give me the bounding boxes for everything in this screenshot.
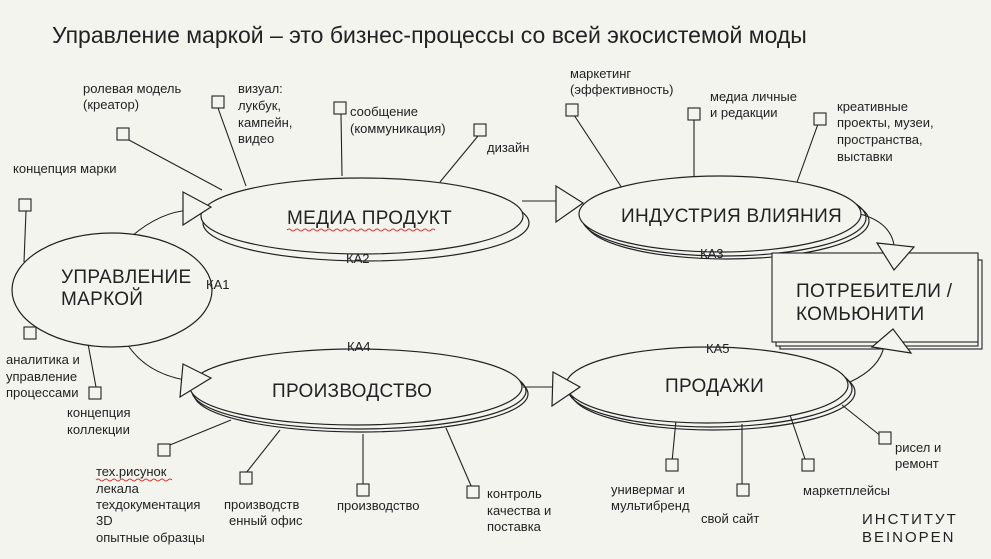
label-visual-line4: видео <box>238 131 274 146</box>
label-department-line1: универмаг и <box>611 482 685 497</box>
marker-role-model <box>116 127 130 141</box>
label-visual-line2: лукбук, <box>238 98 281 113</box>
label-brand-concept: концепция марки <box>13 161 117 176</box>
item-labels: концепция марки ролевая модель (креатор)… <box>6 66 941 545</box>
label-resale-line2: ремонт <box>895 456 939 471</box>
label-tech-line5: опытные образцы <box>96 530 205 545</box>
logo-line2: BEINOPEN <box>862 529 956 546</box>
marker-brand-concept <box>18 198 32 212</box>
node-sales: ПРОДАЖИ <box>565 346 856 431</box>
marker-analytics <box>23 326 37 340</box>
label-tech-line1: тех.рисунок <box>96 464 167 479</box>
label-tech-line4: 3D <box>96 513 113 528</box>
flow-arrows <box>179 184 916 408</box>
label-creative-line1: креативные <box>837 99 908 114</box>
label-marketing-line1: маркетинг <box>570 66 631 81</box>
marker-prod-office <box>239 471 253 485</box>
marker-creative <box>813 112 827 126</box>
label-marketing-line2: (эффективность) <box>570 82 674 97</box>
label-analytics-line3: процессами <box>6 385 78 400</box>
channel-labels: КА1 КА2 КА3 КА4 КА5 <box>206 246 729 356</box>
node-industry-label: ИНДУСТРИЯ ВЛИЯНИЯ <box>621 206 842 227</box>
node-brand-label-line2: МАРКОЙ <box>61 288 143 310</box>
node-media-label: МЕДИА ПРОДУКТ <box>287 208 452 229</box>
label-department-line2: мультибренд <box>611 498 690 513</box>
label-media-personal-line1: медиа личные <box>710 89 797 104</box>
label-marketplaces: маркетплейсы <box>803 483 890 498</box>
arrow-sales-to-consumers <box>870 328 913 354</box>
label-quality-line2: качества и <box>487 503 551 518</box>
node-consumers-label-line2: КОМЬЮНИТИ <box>796 304 924 325</box>
label-role-model-line1: ролевая модель <box>83 81 181 96</box>
node-media-product: МЕДИА ПРОДУКТ <box>200 177 530 262</box>
label-resale-line1: рисел и <box>895 440 941 455</box>
label-media-personal-line2: и редакции <box>710 105 778 120</box>
label-analytics-line2: управление <box>6 369 77 384</box>
logo-line1: ИНСТИТУТ <box>862 511 958 528</box>
marker-marketing <box>565 103 579 117</box>
institute-logo: ИНСТИТУТ BEINOPEN <box>862 511 958 546</box>
arrow-to-production <box>179 363 213 399</box>
label-quality-line1: контроль <box>487 486 542 501</box>
item-markers <box>18 95 892 499</box>
label-analytics-line1: аналитика и <box>6 352 80 367</box>
label-tech-line3: техдокументация <box>96 497 200 512</box>
marker-message <box>333 101 347 115</box>
marker-own-site <box>736 483 750 497</box>
node-industry-influence: ИНДУСТРИЯ ВЛИЯНИЯ <box>578 175 870 260</box>
channel-ka4: КА4 <box>347 339 370 354</box>
arrow-to-media <box>182 190 213 227</box>
label-tech-line2: лекала <box>96 481 140 496</box>
marker-quality <box>466 485 480 499</box>
label-creative-line2: проекты, музеи, <box>837 115 934 130</box>
arrow-to-sales <box>551 370 582 408</box>
node-production-label: ПРОИЗВОДСТВО <box>272 381 432 402</box>
page-title: Управление маркой – это бизнес-процессы … <box>52 22 807 48</box>
label-own-site: свой сайт <box>701 511 759 526</box>
label-creative-line4: выставки <box>837 149 893 164</box>
arrow-to-industry <box>555 184 585 224</box>
label-visual-line1: визуал: <box>238 81 283 96</box>
node-sales-label: ПРОДАЖИ <box>665 376 764 397</box>
marker-production-small <box>356 483 370 497</box>
marker-visual <box>211 95 225 109</box>
node-production: ПРОИЗВОДСТВО <box>189 348 529 433</box>
node-brand-label-line1: УПРАВЛЕНИЕ <box>61 267 191 288</box>
channel-ka5: КА5 <box>706 341 729 356</box>
connector-lines <box>23 107 883 489</box>
marker-resale <box>878 431 892 445</box>
label-role-model-line2: (креатор) <box>83 97 139 112</box>
label-design: дизайн <box>487 140 529 155</box>
node-consumers: ПОТРЕБИТЕЛИ / КОМЬЮНИТИ <box>771 252 983 350</box>
label-visual-line3: кампейн, <box>238 115 292 130</box>
label-prod-office-line1: производств <box>224 497 299 512</box>
label-message-line1: сообщение <box>350 104 418 119</box>
node-brand-management: УПРАВЛЕНИЕ МАРКОЙ <box>11 232 213 348</box>
label-prod-office-line2: енный офис <box>229 513 303 528</box>
channel-ka1: КА1 <box>206 277 229 292</box>
arrow-industry-to-consumers <box>875 242 916 272</box>
label-collection-line2: коллекции <box>67 422 130 437</box>
marker-department <box>665 458 679 472</box>
marker-tech <box>157 443 171 457</box>
marker-collection <box>88 386 102 400</box>
channel-ka3: КА3 <box>700 246 723 261</box>
marker-design <box>473 123 487 137</box>
channel-ka2: КА2 <box>346 251 369 266</box>
marker-marketplaces <box>801 458 815 472</box>
label-message-line2: (коммуникация) <box>350 121 446 136</box>
label-production-small: производство <box>337 498 419 513</box>
label-quality-line3: поставка <box>487 519 542 534</box>
marker-media-personal <box>687 107 701 121</box>
label-creative-line3: пространства, <box>837 132 923 147</box>
node-consumers-label-line1: ПОТРЕБИТЕЛИ / <box>796 281 953 302</box>
label-collection-line1: концепция <box>67 405 131 420</box>
